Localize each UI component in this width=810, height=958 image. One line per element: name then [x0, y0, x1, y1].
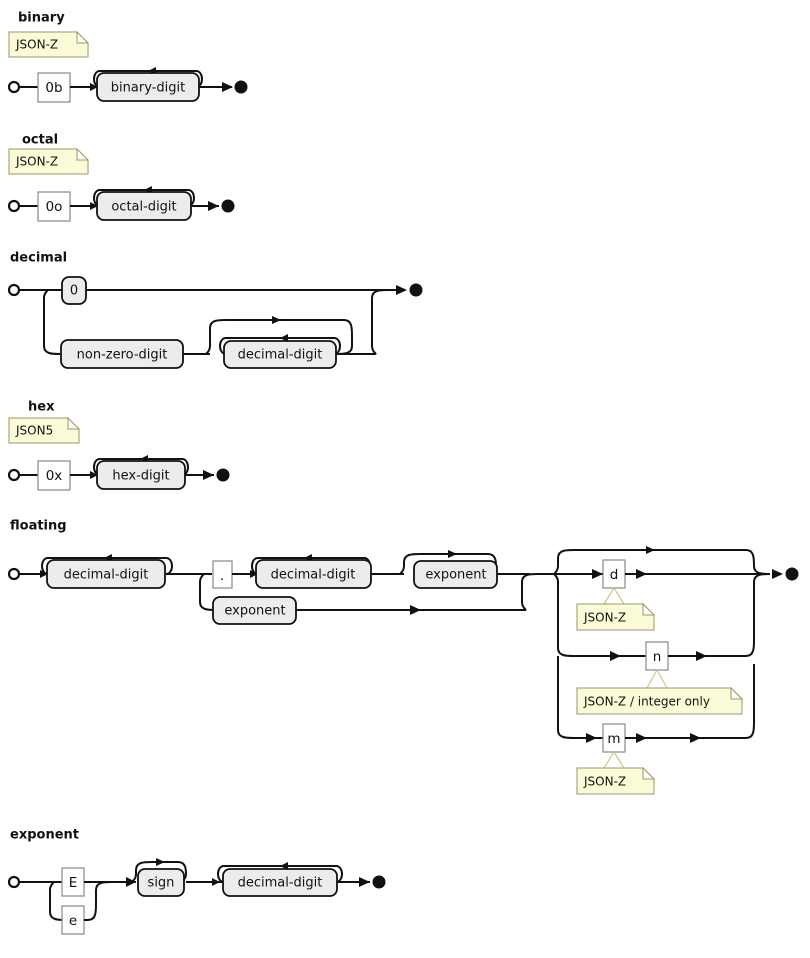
- section-heading-exponent: exponent: [10, 828, 79, 843]
- terminal-0o-label: 0o: [46, 199, 63, 215]
- nonterminal-float-int-digits-label: decimal-digit: [64, 568, 149, 583]
- track-binary: 0b binary-digit: [7, 67, 248, 103]
- nonterminal-hex-digit-label: hex-digit: [112, 469, 169, 484]
- terminal-suffix-m-label: m: [607, 731, 620, 747]
- section-octal: octal JSON-Z 0o octal-digit: [7, 133, 235, 222]
- nonterminal-sign-box: [137, 868, 185, 897]
- note-text-binary: JSON-Z: [15, 38, 58, 52]
- note-suffix-d: JSON-Z: [576, 602, 656, 631]
- start-node-exponent: [7, 875, 21, 889]
- section-heading-floating: floating: [10, 519, 67, 534]
- section-heading-octal: octal: [22, 133, 58, 148]
- nonterminal-float-exponent-alt-label: exponent: [224, 604, 285, 619]
- nonterminal-binary-digit-label: binary-digit: [111, 81, 185, 96]
- start-node-binary: [7, 80, 21, 94]
- nonterminal-float-int-digits-box: [46, 559, 166, 589]
- terminal-suffix-d-label: d: [610, 567, 619, 583]
- section-hex: hex JSON5 0x hex-digit: [7, 400, 230, 491]
- terminal-dot-label: .: [220, 568, 224, 584]
- track-exponent: E e sign decimal-digit: [7, 858, 386, 935]
- terminal-0x-box: [37, 460, 71, 491]
- section-binary: binary JSON-Z 0b binary-digit: [7, 11, 248, 103]
- start-node-floating: [7, 567, 21, 581]
- section-heading-hex: hex: [28, 400, 55, 415]
- nonterminal-decimal-digit-label: decimal-digit: [238, 348, 323, 363]
- start-node-decimal: [7, 283, 21, 297]
- start-node-octal: [7, 199, 21, 213]
- section-floating: floating decimal-digit . decimal-digit: [7, 519, 799, 795]
- note-binary: JSON-Z: [8, 30, 90, 58]
- note-text-suffix-d: JSON-Z: [583, 611, 626, 625]
- note-text-suffix-n: JSON-Z / integer only: [583, 695, 710, 709]
- note-text-octal: JSON-Z: [15, 155, 58, 169]
- terminal-0x-label: 0x: [46, 468, 63, 484]
- nonterminal-float-exponent-opt-label: exponent: [425, 568, 486, 583]
- note-suffix-n: JSON-Z / integer only: [576, 686, 744, 715]
- end-node-floating: [785, 567, 799, 581]
- terminal-0b-box: [37, 72, 71, 103]
- nonterminal-non-zero-digit-label: non-zero-digit: [77, 348, 168, 363]
- end-node-binary: [234, 80, 248, 94]
- start-node-hex: [7, 468, 21, 482]
- note-text-suffix-m: JSON-Z: [583, 775, 626, 789]
- end-node-octal: [221, 199, 235, 213]
- nonterminal-sign-label: sign: [148, 876, 175, 891]
- nonterminal-float-frac-digits-label: decimal-digit: [271, 568, 356, 583]
- terminal-e-label: e: [69, 913, 77, 929]
- end-node-decimal: [409, 283, 423, 297]
- track-decimal: 0 non-zero-digit decimal-digit: [7, 276, 423, 369]
- nonterminal-zero-label: 0: [70, 284, 78, 299]
- terminal-E-label: E: [69, 875, 78, 891]
- note-text-hex: JSON5: [15, 424, 53, 438]
- section-heading-binary: binary: [18, 11, 65, 26]
- track-floating: decimal-digit . decimal-digit exponent: [7, 546, 799, 795]
- note-hex: JSON5: [8, 416, 81, 444]
- end-node-exponent: [372, 875, 386, 889]
- section-heading-decimal: decimal: [10, 251, 67, 266]
- note-suffix-m: JSON-Z: [576, 766, 656, 795]
- terminal-suffix-n-label: n: [653, 649, 662, 665]
- track-octal: 0o octal-digit: [7, 186, 235, 222]
- note-octal: JSON-Z: [8, 147, 90, 175]
- nonterminal-exp-digits-label: decimal-digit: [238, 876, 323, 891]
- nonterminal-octal-digit-label: octal-digit: [111, 200, 176, 215]
- end-node-hex: [216, 468, 230, 482]
- section-exponent: exponent E e sign decimal-: [7, 828, 386, 935]
- terminal-0b-label: 0b: [45, 80, 62, 96]
- section-decimal: decimal 0 non-zero-digit decimal-digit: [7, 251, 423, 369]
- track-hex: 0x hex-digit: [7, 455, 230, 491]
